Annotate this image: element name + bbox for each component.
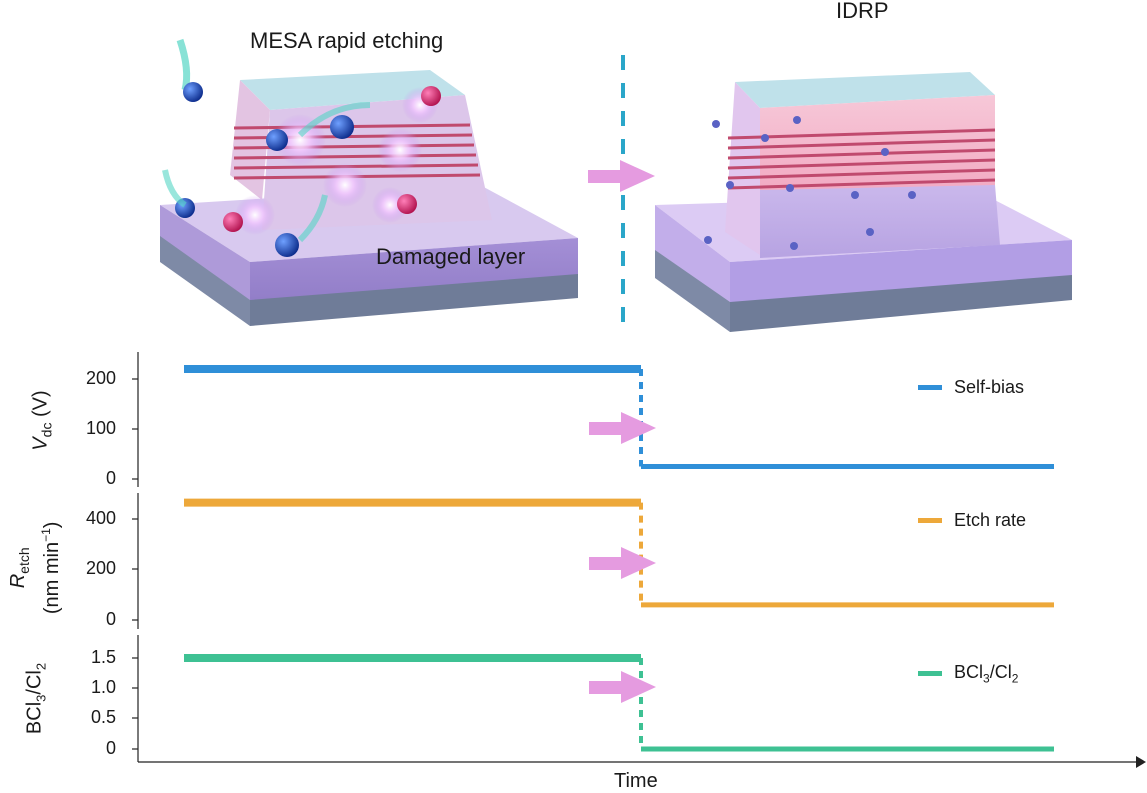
- panel-separators: [132, 487, 144, 635]
- chart-axes: [137, 352, 1140, 763]
- legend-label: Etch rate: [954, 510, 1027, 530]
- legend-ratio: BCl3/Cl2: [918, 662, 1018, 686]
- right-idrp-structure: [655, 72, 1072, 332]
- right-illustration-title: IDRP: [836, 0, 889, 23]
- tick-label: 1.0: [90, 677, 116, 697]
- etching-particles: [162, 38, 441, 257]
- legend-etchrate: Etch rate: [918, 510, 1026, 531]
- transition-arrow-etchrate: [589, 547, 656, 579]
- legend-swatch: [918, 671, 942, 677]
- transition-arrow-selfbias: [589, 412, 656, 444]
- tick-label: 200: [85, 368, 116, 388]
- tick-label: 100: [85, 418, 116, 438]
- tick-label: 0: [105, 468, 116, 488]
- x-axis-label: Time: [614, 770, 658, 792]
- legend-swatch: [918, 518, 942, 523]
- y-label-selfbias: Vdc (V): [29, 390, 55, 451]
- legend-label: BCl3/Cl2: [954, 662, 1019, 686]
- tick-label: 1.5: [90, 647, 116, 667]
- tick-label: 0.5: [90, 707, 116, 727]
- tick-label: 0: [105, 738, 116, 758]
- damaged-layer-label: Damaged layer: [376, 244, 526, 269]
- legend-selfbias: Self-bias: [918, 377, 1024, 398]
- transition-arrow-ratio: [589, 671, 656, 703]
- transition-arrow-top: [588, 160, 655, 192]
- tick-label: 400: [85, 508, 116, 528]
- y-ticks: [132, 378, 138, 750]
- time-axis-arrowhead: [1136, 756, 1146, 768]
- y-label-ratio: BCl3/Cl2: [23, 662, 49, 735]
- left-mesa-structure: [160, 70, 578, 326]
- tick-label: 200: [85, 558, 116, 578]
- left-illustration-title: MESA rapid etching: [250, 28, 444, 53]
- legend-label: Self-bias: [954, 377, 1025, 397]
- y-label-etchrate: Retch(nm min−1): [7, 521, 63, 615]
- legend-swatch: [918, 385, 942, 390]
- tick-label: 0: [105, 609, 116, 629]
